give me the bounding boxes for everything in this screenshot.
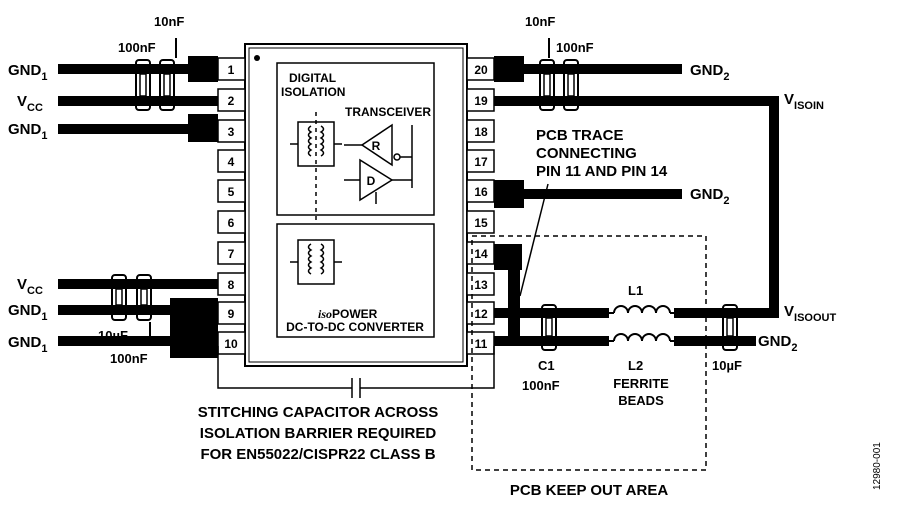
pin-9: 9 — [228, 307, 235, 321]
pin-17: 17 — [474, 155, 488, 169]
pin-4: 4 — [228, 155, 235, 169]
pin-19: 19 — [474, 94, 488, 108]
stitching-capacitor — [217, 346, 495, 398]
pcb-trace-note-3: PIN 11 AND PIN 14 — [536, 163, 668, 180]
digital-isolation-label-2: ISOLATION — [281, 85, 345, 99]
inductor-l2-label: L2 — [628, 358, 643, 373]
pin-3: 3 — [228, 125, 235, 139]
ferrite-label-2: BEADS — [618, 393, 664, 408]
dcdc-label: DC-TO-DC CONVERTER — [286, 320, 424, 334]
pin-7: 7 — [228, 247, 235, 261]
net-visoin: VISOIN — [784, 91, 824, 112]
cap-pair-top-right — [533, 38, 585, 111]
net-gnd1-pin10: GND1 — [8, 334, 47, 355]
pcb-trace-pointer — [519, 183, 549, 297]
right-pin-numbers: 20 19 18 17 16 15 14 13 12 11 — [474, 63, 488, 351]
net-gnd2-pin20: GND2 — [690, 62, 729, 83]
driver-d-label: D — [367, 174, 376, 188]
isolation-transceiver-block: R D DIGITAL ISOLATION TRANSCEIVER — [276, 62, 435, 300]
net-visoout: VISOOUT — [784, 303, 836, 324]
pcb-trace-note-1: PCB TRACE — [536, 127, 624, 144]
cap-pair-top-left — [129, 38, 181, 111]
pin-8: 8 — [228, 278, 235, 292]
stitching-note-2: ISOLATION BARRIER REQUIRED — [200, 425, 437, 442]
net-vcc-pin8: VCC — [17, 276, 43, 297]
transformer-icon-top — [290, 121, 342, 167]
cap-label-bottom-left-100nf: 100nF — [110, 351, 148, 366]
pin-2: 2 — [228, 94, 235, 108]
stitching-note-1: STITCHING CAPACITOR ACROSS — [198, 404, 439, 421]
pin-16: 16 — [474, 185, 488, 199]
net-gnd2-out: GND2 — [758, 333, 797, 354]
pin1-dot — [254, 55, 260, 61]
cap-label-top-left-100nf: 100nF — [118, 40, 156, 55]
iso-power-label: isoPOWER — [318, 307, 378, 321]
pin-20: 20 — [474, 63, 488, 77]
receiver-icon — [344, 123, 413, 188]
pin-13: 13 — [474, 278, 488, 292]
net-gnd1-pin1: GND1 — [8, 62, 47, 83]
cap-c1 — [535, 304, 563, 351]
cap-label-top-left-10nf: 10nF — [154, 14, 184, 29]
cap-label-c1-value: 100nF — [522, 378, 560, 393]
pin-14: 14 — [474, 247, 488, 261]
net-vcc-pin2: VCC — [17, 93, 43, 114]
figure-id: 12980-001 — [872, 442, 883, 490]
inductor-l1 — [609, 305, 674, 314]
pin-10: 10 — [224, 337, 238, 351]
left-pin-numbers: 1 2 3 4 5 6 7 8 9 10 — [224, 63, 238, 351]
pin-1: 1 — [228, 63, 235, 77]
cap-label-top-right-100nf: 100nF — [556, 40, 594, 55]
cap-output — [716, 304, 744, 351]
cap-label-output-10uf: 10µF — [712, 358, 742, 373]
left-pin-boxes — [217, 57, 246, 355]
pcb-trace-note-2: CONNECTING — [536, 145, 637, 162]
inductor-l1-label: L1 — [628, 283, 643, 298]
transceiver-label: TRANSCEIVER — [345, 105, 431, 119]
net-gnd2-pin16: GND2 — [690, 186, 729, 207]
stitching-note-3: FOR EN55022/CISPR22 CLASS B — [200, 446, 435, 463]
pcb-keepout-area — [471, 235, 707, 471]
driver-icon — [344, 158, 412, 204]
pin-18: 18 — [474, 125, 488, 139]
receiver-r-label: R — [372, 139, 381, 153]
inductor-l2 — [609, 333, 674, 342]
keepout-label: PCB KEEP OUT AREA — [510, 482, 669, 499]
net-gnd1-pin3: GND1 — [8, 121, 47, 142]
cap-pair-bottom-left — [105, 274, 158, 342]
right-pin-boxes — [466, 57, 495, 355]
transformer-icon-bottom — [290, 239, 342, 285]
pin-6: 6 — [228, 216, 235, 230]
pin-11: 11 — [475, 337, 488, 351]
cap-label-c1: C1 — [538, 358, 555, 373]
cap-label-top-right-10nf: 10nF — [525, 14, 555, 29]
pin-12: 12 — [474, 307, 488, 321]
digital-isolation-label-1: DIGITAL — [289, 71, 336, 85]
dcdc-converter-block: isoPOWER DC-TO-DC CONVERTER — [276, 223, 435, 338]
cap-label-bottom-left-10uf: 10µF — [98, 328, 128, 343]
ferrite-label-1: FERRITE — [613, 376, 669, 391]
pin-15: 15 — [474, 216, 488, 230]
pin-5: 5 — [228, 185, 235, 199]
net-gnd1-pin9: GND1 — [8, 302, 47, 323]
